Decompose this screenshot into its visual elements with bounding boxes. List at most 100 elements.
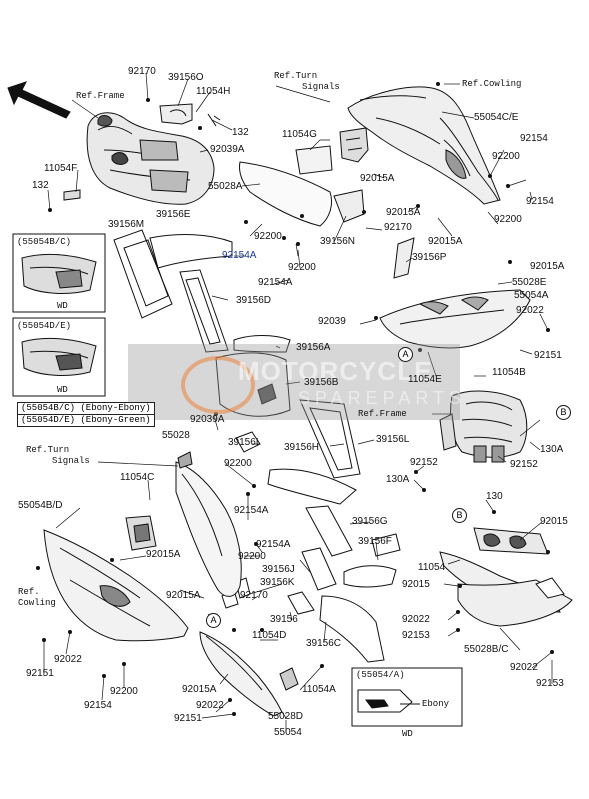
- part-label: 11054F: [44, 163, 78, 174]
- part-label: 92154: [84, 700, 112, 711]
- part-label: 55054B/D: [18, 500, 63, 511]
- part-label: 92022: [516, 305, 544, 316]
- inset2-header: (55054D/E): [17, 321, 72, 331]
- part-label: 39156N: [320, 236, 356, 247]
- part-label: 39156I: [228, 437, 259, 448]
- part-label: 92170: [384, 222, 412, 233]
- part-label: 92153: [536, 678, 564, 689]
- part-label: 92022: [196, 700, 224, 711]
- part-label: 39156L: [376, 434, 410, 445]
- sticker-39156F: [343, 565, 397, 588]
- inset3-footer: WD: [402, 729, 413, 739]
- part-label: 11054B: [492, 367, 526, 378]
- part-label: 55054A: [514, 290, 549, 301]
- part-label: 92015: [540, 516, 568, 527]
- marker-a-1: A: [398, 347, 413, 362]
- watermark-logo: [181, 356, 255, 414]
- inset2-footer: WD: [57, 385, 68, 395]
- part-label: 92152: [510, 459, 538, 470]
- part-label: 11054A: [302, 684, 336, 695]
- part-label: 130A: [386, 474, 410, 485]
- part-label-highlighted: 92154A: [222, 250, 257, 261]
- part-label: 92022: [510, 662, 538, 673]
- inset1-header: (55054B/C): [17, 237, 72, 247]
- part-label: 39156O: [168, 72, 204, 83]
- ref-frame-top: Ref.Frame: [76, 91, 125, 101]
- inset3-callout: Ebony: [422, 699, 450, 709]
- part-label: 132: [32, 180, 49, 191]
- inset1-footer: WD: [57, 301, 68, 311]
- part-label: 92022: [54, 654, 82, 665]
- watermark-text-2: SPAREPARTS: [298, 388, 467, 408]
- part-label: 39156A: [296, 342, 331, 353]
- part-label: 11054: [418, 562, 446, 573]
- part-label: 92015A: [360, 173, 395, 184]
- part-label: 92153: [402, 630, 430, 641]
- part-label: 39156D: [236, 295, 272, 306]
- part-label: 39156C: [306, 638, 342, 649]
- part-label: 39156J: [262, 564, 295, 575]
- part-label: 55028: [162, 430, 190, 441]
- ref-cowling-left-2: Cowling: [18, 598, 56, 608]
- ref-frame-right: Ref.Frame: [358, 409, 407, 419]
- sticker-39156K: [287, 591, 315, 615]
- marker-a-2: A: [206, 613, 221, 628]
- part-label: 130A: [540, 444, 564, 455]
- part-label: 92015A: [166, 590, 201, 601]
- legend-row-2: (55054D/E) (Ebony-Green): [18, 414, 154, 426]
- part-label: 92039: [318, 316, 346, 327]
- part-label: 11054H: [196, 86, 231, 97]
- part-label: 55028E: [512, 277, 547, 288]
- ref-turn-signals-top-1: Ref.Turn: [274, 71, 318, 81]
- color-legend: (55054B/C) (Ebony-Ebony) (55054D/E) (Ebo…: [17, 402, 155, 427]
- ref-cowling-top: Ref.Cowling: [462, 79, 522, 89]
- part-label: 39156H: [284, 442, 320, 453]
- part-label: 92200: [492, 151, 520, 162]
- part-label: 55054: [274, 727, 302, 738]
- part-label: 92200: [110, 686, 138, 697]
- part-label: 130: [486, 491, 503, 502]
- part-label: 55028A: [208, 181, 243, 192]
- part-label: 92152: [410, 457, 438, 468]
- middle-fairing: [175, 451, 242, 597]
- part-label: 92154: [526, 196, 554, 207]
- part-label: 92200: [224, 458, 252, 469]
- marker-b-2: B: [452, 508, 467, 523]
- part-label: 92154A: [256, 539, 291, 550]
- direction-arrow-icon: [7, 81, 71, 119]
- sticker-39156C: [319, 595, 385, 663]
- part-label: 39156M: [108, 219, 145, 230]
- part-label: 55028D: [268, 711, 304, 722]
- frame-assembly: [86, 112, 215, 205]
- part-label: 92200: [494, 214, 522, 225]
- part-label: 39156K: [260, 577, 295, 588]
- part-label: 92200: [288, 262, 316, 273]
- part-label: 92154: [520, 133, 548, 144]
- upper-cowling: [347, 86, 501, 205]
- part-label: 39156F: [358, 536, 392, 547]
- part-label: 92039A: [190, 414, 225, 425]
- sticker-39156M: [113, 229, 173, 319]
- lower-front-cowl: [379, 289, 531, 349]
- sticker-39156J: [301, 547, 337, 591]
- part-label: 132: [232, 127, 249, 138]
- sticker-39156H: [267, 468, 357, 505]
- part-label: 55028B/C: [464, 644, 509, 655]
- part-label: 92151: [534, 350, 562, 361]
- sticker-39156A: [233, 335, 291, 353]
- part-label: 92170: [128, 66, 156, 77]
- part-label: 92022: [402, 614, 430, 625]
- part-label: 11054E: [408, 374, 442, 385]
- part-label: 92154A: [234, 505, 269, 516]
- part-label: 92151: [26, 668, 54, 679]
- part-label: 11054C: [120, 472, 155, 483]
- part-label: 92170: [240, 590, 268, 601]
- part-label: 92015A: [428, 236, 463, 247]
- part-label: 92200: [254, 231, 282, 242]
- part-label: 92039A: [210, 144, 245, 155]
- part-label: 92151: [174, 713, 202, 724]
- part-label: 39156: [270, 614, 298, 625]
- inset3-header: (55054/A): [356, 670, 405, 680]
